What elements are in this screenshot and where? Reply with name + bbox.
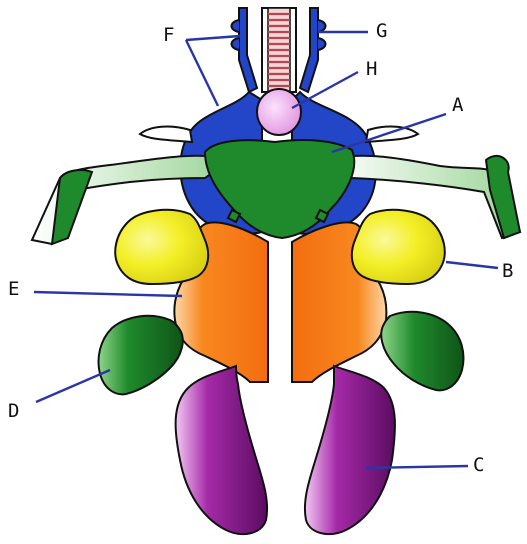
label-e: E (8, 280, 19, 299)
label-g: G (376, 22, 387, 41)
label-b: B (502, 262, 513, 281)
green-left-lobe (99, 316, 183, 394)
green-right-lobe (381, 312, 463, 390)
purple-right-lobe (305, 366, 395, 534)
label-c: C (473, 456, 484, 475)
label-a: A (452, 96, 463, 115)
pink-nodule (257, 89, 301, 135)
yellow-right-lobe (352, 210, 445, 284)
label-h: H (366, 60, 377, 79)
trachea (268, 8, 290, 94)
label-d: D (8, 402, 19, 421)
label-f: F (163, 26, 174, 45)
purple-left-lobe (176, 366, 267, 534)
yellow-left-lobe (115, 210, 208, 284)
